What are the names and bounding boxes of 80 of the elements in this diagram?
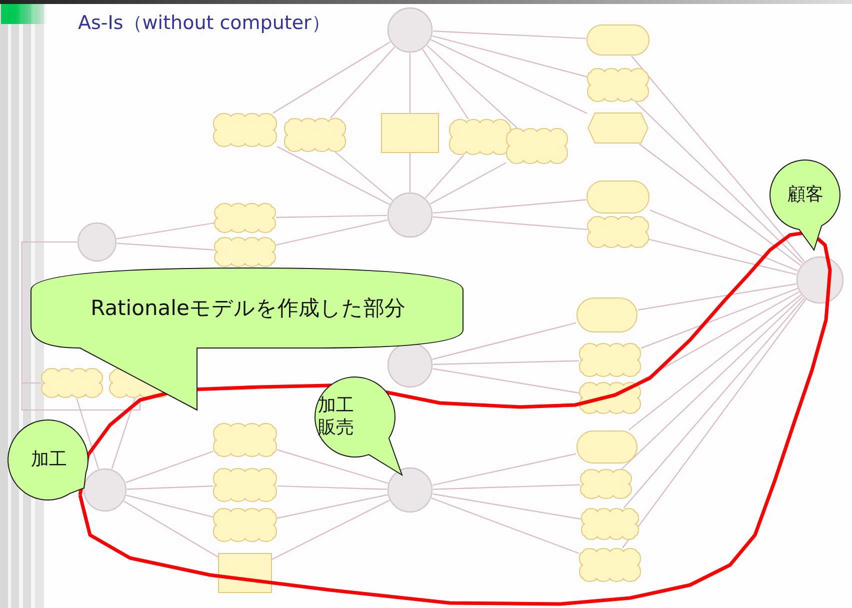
connector-line (432, 30, 586, 40)
process-circle (387, 342, 433, 388)
connector-line (111, 398, 136, 470)
connector-line (334, 152, 393, 201)
connector-line (276, 219, 388, 246)
cloud-shape (284, 118, 346, 152)
connector-line (330, 46, 395, 118)
connector-line (432, 322, 576, 360)
connector-line (272, 500, 390, 560)
connector-line (276, 214, 387, 218)
process-circle (387, 7, 433, 53)
connector-line (116, 222, 214, 240)
cloud-shape (587, 216, 649, 248)
connector-line (623, 298, 805, 508)
connector-line (422, 48, 469, 120)
connector-line (276, 146, 390, 205)
process-circle (77, 222, 117, 262)
process-box (218, 553, 272, 593)
connector-line (76, 398, 100, 470)
connector-line (650, 210, 798, 272)
cloud-shape (579, 343, 641, 377)
connector-line (432, 199, 586, 214)
connector-line (126, 494, 214, 518)
connector-line (432, 368, 580, 394)
process-circle (387, 192, 433, 238)
connector-line (276, 485, 388, 490)
connector-line (648, 238, 797, 276)
connector-line (432, 484, 580, 490)
cloud-shape (213, 113, 277, 147)
cloud-shape (214, 203, 276, 233)
cloud-shape (587, 68, 649, 102)
callout-text: 加工販売 (317, 394, 355, 440)
cloud-shape (213, 468, 277, 502)
slide-title: As-Is（without computer） (78, 11, 330, 36)
process-box (381, 113, 439, 153)
connector-line (409, 53, 411, 113)
connector-line (638, 283, 796, 310)
cloud-shape (214, 237, 276, 267)
connector-line (126, 486, 214, 490)
connector-line (409, 153, 411, 192)
connector-line (631, 56, 805, 262)
connector-line (430, 39, 588, 114)
connector-line (638, 144, 802, 266)
cloud-shape (581, 508, 639, 540)
connector-line (126, 450, 214, 484)
connector-line (430, 162, 506, 204)
cloud-shape (449, 119, 511, 155)
connector-line (21, 241, 141, 411)
cloud-shape (41, 368, 103, 398)
connector-line (276, 494, 388, 519)
process-circle (387, 467, 433, 513)
connector-line (124, 500, 218, 558)
process-circle (796, 256, 844, 304)
callout-text: 加工 (30, 448, 68, 472)
cloud-shape (213, 508, 277, 542)
connector-line (432, 35, 588, 78)
connector-line (432, 360, 580, 365)
connector-line (426, 45, 518, 128)
cloud-shape (506, 128, 568, 164)
cloud-shape (580, 469, 632, 499)
connector-line (431, 498, 580, 554)
callout-text: 顧客 (786, 184, 824, 206)
connector-line (432, 453, 576, 486)
connector-line (116, 242, 214, 250)
connector-line (635, 102, 804, 264)
cloud-shape (213, 423, 277, 457)
connector-line (432, 216, 588, 230)
connector-line (425, 154, 464, 198)
callout-text: Rationaleモデルを作成した部分 (90, 294, 406, 322)
connector-line (276, 449, 388, 484)
cloud-shape (579, 548, 641, 582)
connector-line (432, 493, 582, 520)
connector-line (640, 288, 798, 349)
connector-line (621, 296, 803, 470)
process-circle (83, 468, 127, 512)
connector-line (622, 298, 806, 548)
connector-line (628, 294, 802, 430)
speech-bubble (312, 374, 406, 478)
data-hexagon (587, 112, 649, 144)
connector-line (272, 41, 391, 114)
